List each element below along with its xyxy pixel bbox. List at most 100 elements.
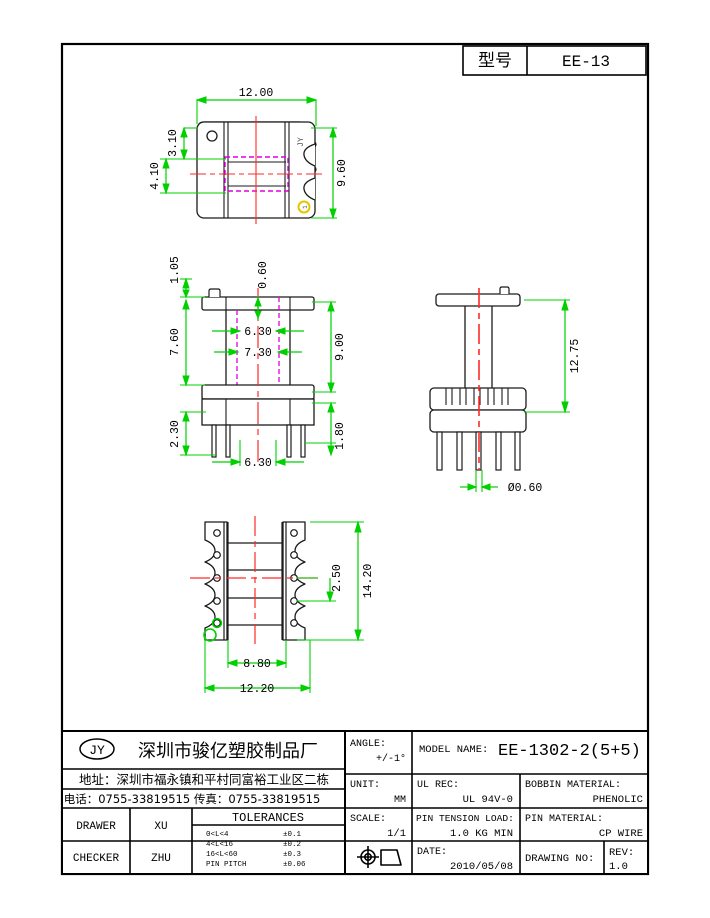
dim-0-60 <box>254 296 262 320</box>
company-fax-label: 传真： <box>194 792 229 806</box>
ul-rec-label: UL REC: <box>417 780 459 791</box>
top-view: 12.00 1 JY 9.6 <box>149 87 349 224</box>
dim-1-05 <box>180 277 205 299</box>
dim-label-6-30-upper: 6.30 <box>244 326 272 339</box>
dim-12-00 <box>195 96 318 126</box>
tolerance-range-3: PIN PITCH <box>206 861 247 869</box>
top-view-marker-highlight <box>297 200 311 214</box>
dim-label-12-00: 12.00 <box>239 87 274 100</box>
rev-value: 1.0 <box>609 861 628 873</box>
side-view: 12.75 Ø0.60 <box>429 286 582 495</box>
dim-dia-0-60 <box>460 470 498 492</box>
company-contact: 电话：0755-33819515 传真：0755-33819515 <box>64 792 321 806</box>
dim-12-20 <box>203 640 312 693</box>
dim-8-80 <box>226 640 288 668</box>
company-logo-text: JY <box>89 743 105 758</box>
drawer-label: DRAWER <box>76 821 116 833</box>
company-address: 地址：深圳市福永镇和平村同富裕工业区二栋 <box>79 772 329 787</box>
dim-label-6-30-lower: 6.30 <box>244 457 272 470</box>
unit-label: UNIT: <box>350 780 380 791</box>
dim-14-20 <box>297 520 364 642</box>
dim-label-3-10: 3.10 <box>167 129 180 157</box>
tolerances-table: 0<L<4 ±0.1 4<L<16 ±0.2 16<L<60 ±0.3 PIN … <box>206 831 306 869</box>
tolerances-title: TOLERANCES <box>232 811 304 825</box>
rev-label: REV: <box>609 847 634 859</box>
side-view-top-tab <box>499 286 510 294</box>
header-model-value: EE-13 <box>562 53 610 71</box>
checker-value: ZHU <box>151 853 171 865</box>
company-logo-ring <box>79 738 115 760</box>
dim-1-80 <box>305 401 336 457</box>
dim-9-00 <box>312 300 336 394</box>
company-address-label: 地址： <box>79 772 117 787</box>
company-name: 深圳市骏亿塑胶制品厂 <box>138 741 318 762</box>
dim-label-14-20: 14.20 <box>362 564 375 599</box>
top-view-marker-text: 1 <box>302 205 309 209</box>
model-name-label: MODEL NAME: <box>419 744 488 756</box>
pin-tension-value: 1.0 KG MIN <box>450 828 513 840</box>
side-view-slots <box>445 388 509 405</box>
tolerance-value-2: ±0.3 <box>283 851 302 859</box>
front-view: 1.05 0.60 7.60 6.30 <box>169 256 347 470</box>
dim-2-50 <box>297 577 336 603</box>
dim-6-30-upper <box>212 327 304 335</box>
dim-label-2-50: 2.50 <box>331 564 344 592</box>
dim-3-10 <box>160 126 226 161</box>
bottom-view-datum-marker <box>203 628 217 642</box>
dim-label-7-60: 7.60 <box>169 328 182 356</box>
top-view-jy-text: JY <box>297 137 306 147</box>
side-view-bottom-flange <box>429 387 527 411</box>
dim-label-2-30: 2.30 <box>169 420 182 448</box>
dim-9-60 <box>311 126 337 220</box>
drawing-no-label: DRAWING NO: <box>525 853 594 865</box>
dim-7-30 <box>214 348 302 356</box>
header-model-box: 型号 EE-13 <box>462 45 647 76</box>
company-phone-label: 电话： <box>64 792 99 806</box>
dim-label-dia-0-60: Ø0.60 <box>508 482 543 495</box>
dim-label-0-60: 0.60 <box>257 261 270 289</box>
date-value: 2010/05/08 <box>450 861 513 873</box>
side-view-base-block <box>429 409 527 433</box>
dim-7-60 <box>180 298 205 387</box>
tolerance-range-2: 16<L<60 <box>206 851 238 859</box>
scale-label: SCALE: <box>350 814 386 825</box>
dim-12-75 <box>524 298 570 414</box>
bottom-view: 2.50 14.20 8.80 12.20 <box>190 516 375 696</box>
dim-label-7-30: 7.30 <box>244 347 272 360</box>
dim-label-12-75: 12.75 <box>569 339 582 374</box>
tolerance-value-3: ±0.06 <box>283 861 306 869</box>
dim-label-1-05: 1.05 <box>169 256 182 284</box>
angle-value: +/-1° <box>376 753 406 765</box>
tolerance-range-1: 4<L<16 <box>206 841 234 849</box>
top-view-notch-upper <box>303 143 316 167</box>
front-view-pins <box>211 424 306 458</box>
tolerance-range-0: 0<L<4 <box>206 831 229 839</box>
dim-label-4-10: 4.10 <box>149 162 162 190</box>
dim-label-9-60: 9.60 <box>336 159 349 187</box>
dim-label-8-80: 8.80 <box>243 658 271 671</box>
third-angle-projection-icon <box>357 846 402 868</box>
dim-2-30 <box>180 410 216 457</box>
top-view-pin1-marker <box>206 130 218 142</box>
date-label: DATE: <box>417 847 447 858</box>
unit-value: MM <box>394 795 406 806</box>
dim-label-9-00: 9.00 <box>334 333 347 361</box>
tolerance-value-0: ±0.1 <box>283 831 302 839</box>
pin-material-value: CP WIRE <box>599 828 643 840</box>
dim-6-30-lower <box>212 440 304 466</box>
company-phone-value: 0755-33819515 <box>98 792 190 806</box>
dim-label-1-80: 1.80 <box>334 422 347 450</box>
header-model-label: 型号 <box>478 51 512 71</box>
ul-rec-value: UL 94V-0 <box>463 794 513 806</box>
company-fax-value: 0755-33819515 <box>228 792 320 806</box>
pin-tension-label: PIN TENSION LOAD: <box>416 813 514 824</box>
scale-value: 1/1 <box>387 828 406 840</box>
bottom-view-pin1-marker <box>211 617 223 629</box>
company-address-value: 深圳市福永镇和平村同富裕工业区二栋 <box>117 772 330 787</box>
top-view-notch-lower <box>303 177 316 201</box>
model-name-value: EE-1302-2(5+5) <box>498 742 641 761</box>
dim-label-12-20: 12.20 <box>240 683 275 696</box>
bobbin-material-label: BOBBIN MATERIAL: <box>525 780 621 791</box>
bobbin-material-value: PHENOLIC <box>593 794 643 806</box>
